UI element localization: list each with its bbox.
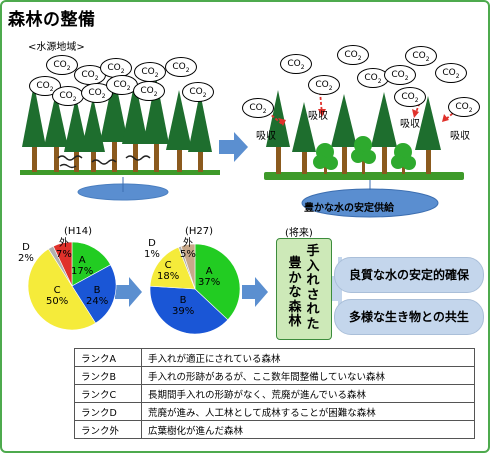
co2-bubble: CO2: [165, 57, 197, 77]
co2-bubble: CO2: [435, 63, 467, 83]
region-subtitle: <水源地域>: [28, 42, 85, 53]
co2-bubble: CO2: [74, 65, 106, 85]
pie-slice-C: [27, 248, 96, 331]
pie-slice-A: [194, 243, 241, 321]
future-label: (将来): [285, 228, 313, 239]
rank-desc: 長期間手入れの形跡がなく、荒廃が進んでいる森林: [141, 384, 475, 403]
maintained-forest: [263, 90, 464, 218]
absorb-label: 吸収: [400, 119, 420, 130]
future-text-col1: 手入れされた: [306, 244, 320, 332]
co2-bubble: CO2: [308, 75, 340, 95]
rank-desc: 手入れが適正にされている森林: [141, 348, 475, 367]
rank-desc: 広葉樹化が進んだ森林: [141, 420, 475, 439]
future-forest-box: 手入れされた 豊かな森林: [276, 238, 332, 340]
co2-bubble: CO2: [405, 46, 437, 66]
unmaintained-forest: [20, 74, 220, 201]
pie-slice-外: [180, 243, 196, 290]
water-supply-label: 豊かな水の安定供給: [304, 203, 394, 214]
co2-bubble: CO2: [133, 81, 165, 101]
conifer-trees: [22, 74, 212, 152]
co2-bubble: CO2: [394, 87, 426, 107]
benefit-water: 良質な水の安定的確保: [334, 257, 484, 293]
rank-cell: ランクA: [74, 348, 142, 367]
pie-slice-外: [52, 241, 73, 287]
pie-slice-A: [71, 241, 111, 287]
pie-arrow-1: [115, 277, 142, 307]
pie-h14-year: (H14): [64, 226, 93, 237]
pie-h27-year: (H27): [185, 226, 214, 237]
absorb-label: 吸収: [450, 131, 470, 142]
co2-bubble: CO2: [280, 54, 312, 74]
co2-bubble: CO2: [52, 86, 84, 106]
absorb-label: 吸収: [256, 131, 276, 142]
ground-right: [264, 172, 464, 180]
pie-chart-h27: [149, 243, 241, 335]
pie-slice-B: [71, 264, 117, 324]
co2-bubble: CO2: [242, 98, 274, 118]
rank-cell: ランクB: [74, 366, 142, 385]
broadleaf-trees: [313, 136, 416, 170]
pie-arrow-2: [242, 277, 268, 307]
co2-bubble: CO2: [357, 68, 389, 88]
page-title: 森林の整備: [8, 10, 96, 30]
co2-bubble: CO2: [182, 82, 214, 102]
table-row: ランク外広葉樹化が進んだ森林: [74, 420, 475, 439]
rank-cell: ランクD: [74, 402, 142, 421]
future-text-col2: 豊かな森林: [288, 256, 302, 329]
absorb-label: 吸収: [308, 111, 328, 122]
transition-arrow-right: [219, 132, 248, 162]
co2-bubble: CO2: [106, 75, 138, 95]
rank-cell: ランクC: [74, 384, 142, 403]
co2-bubble: CO2: [46, 55, 78, 75]
rank-desc: 手入れの形跡があるが、ここ数年間整備していない森林: [141, 366, 475, 385]
co2-bubble: CO2: [384, 65, 416, 85]
pie-slice-C: [149, 246, 196, 290]
co2-bubble: CO2: [337, 45, 369, 65]
rank-cell: ランク外: [74, 420, 142, 439]
rank-desc: 荒廃が進み、人工林として成林することが困難な森林: [141, 402, 475, 421]
co2-bubble: CO2: [448, 97, 480, 117]
ground: [20, 170, 220, 175]
pie-chart-h14: [27, 241, 117, 331]
co2-bubble: CO2: [134, 62, 166, 82]
benefit-biodiversity: 多様な生き物との共生: [334, 299, 484, 335]
pie-slice-B: [149, 285, 229, 335]
